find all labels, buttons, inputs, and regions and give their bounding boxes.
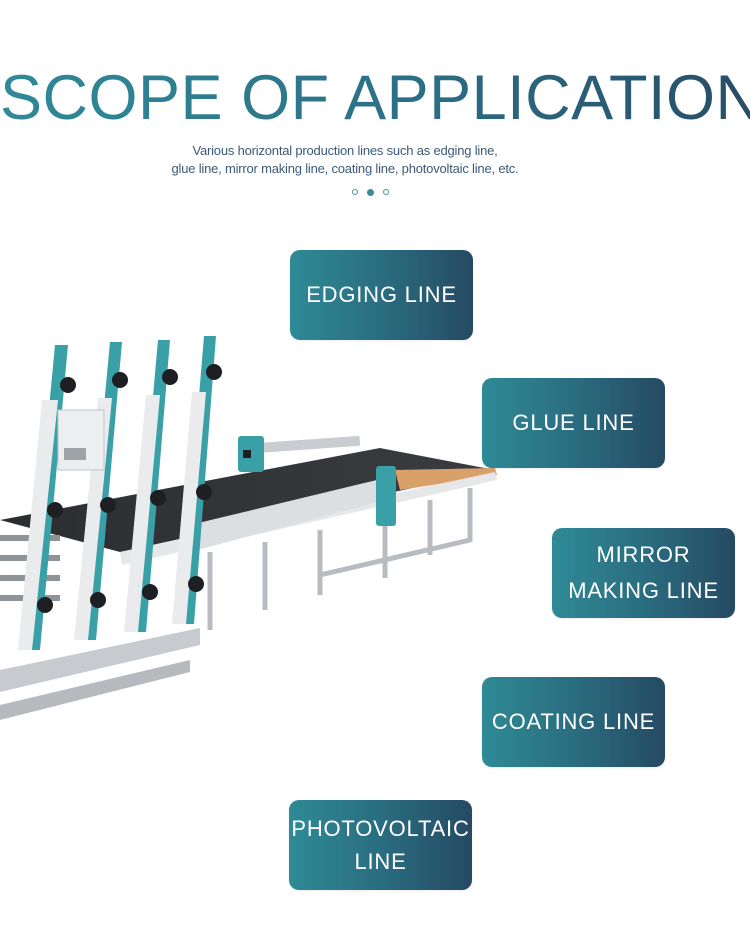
glass-cutting-machine-image — [0, 336, 497, 720]
carousel-dot-3[interactable] — [383, 189, 389, 195]
loading-arm-4 — [172, 336, 222, 624]
loading-arm-3 — [124, 340, 178, 632]
loading-arm-1 — [18, 345, 76, 650]
loading-arms — [18, 336, 222, 650]
loading-arm-2 — [74, 342, 128, 640]
table-edge — [395, 468, 497, 490]
page-title: SCOPE OF APPLICATION — [0, 58, 750, 138]
pv-line-label-2: LINE — [354, 849, 407, 874]
carousel-dot-2[interactable] — [367, 188, 374, 196]
control-panel — [57, 409, 105, 471]
mirror-line-label-1: MIRROR — [596, 542, 691, 567]
table-frame — [207, 488, 473, 630]
mirror-line-label-2: MAKING LINE — [568, 578, 719, 603]
carousel-dot-1[interactable] — [352, 189, 358, 195]
side-column — [376, 466, 396, 526]
subtitle-line-2: glue line, mirror making line, coating l… — [171, 161, 519, 176]
subtitle-line-1: Various horizontal production lines such… — [192, 143, 498, 158]
glue-line-tag: GLUE LINE — [482, 378, 665, 468]
mirror-making-line-tag: MIRROR MAKING LINE — [552, 528, 735, 618]
photovoltaic-line-tag: PHOTOVOLTAIC LINE — [289, 800, 472, 890]
edging-line-label: EDGING LINE — [306, 282, 457, 307]
cutting-bridge — [239, 435, 361, 455]
page-subtitle: Various horizontal production lines such… — [0, 142, 690, 178]
table-surface — [0, 448, 495, 552]
glue-line-label: GLUE LINE — [512, 410, 635, 435]
carousel-dots — [352, 188, 389, 196]
coating-line-tag: COATING LINE — [482, 677, 665, 767]
pv-line-label-1: PHOTOVOLTAIC — [291, 816, 470, 841]
coating-line-label: COATING LINE — [491, 709, 656, 734]
edging-line-tag: EDGING LINE — [290, 250, 473, 340]
base-beam — [0, 628, 200, 692]
